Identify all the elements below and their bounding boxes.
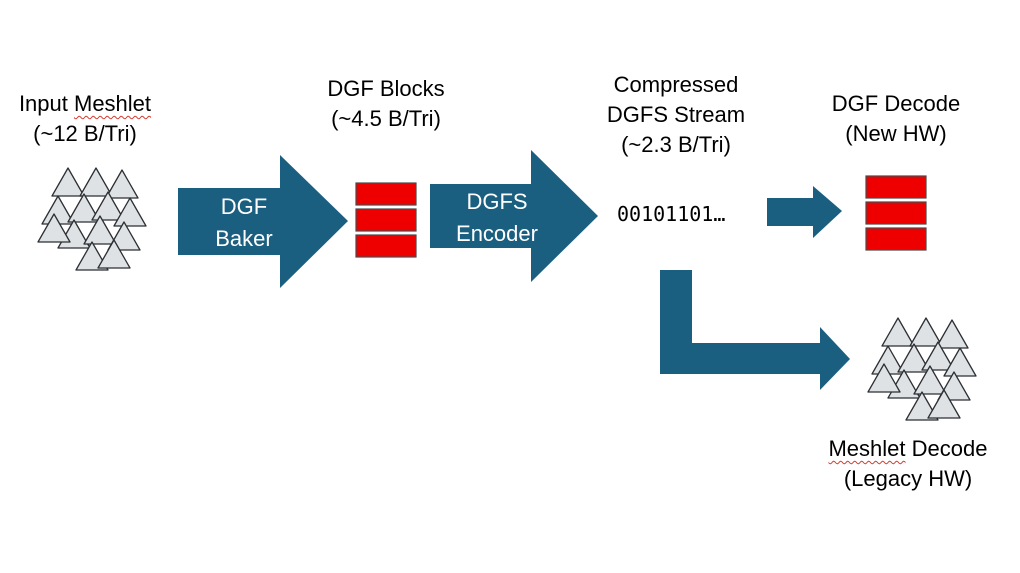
mesh-triangle — [943, 347, 977, 377]
input-meshlet-title: Input Meshlet — [0, 89, 170, 119]
mesh-triangle — [905, 391, 939, 421]
mesh-triangle — [97, 239, 131, 269]
decode-arrow — [767, 186, 842, 238]
mesh-triangle — [927, 389, 961, 419]
encoder-label-line2: Encoder — [456, 221, 538, 246]
dgf-block — [865, 201, 927, 225]
input-meshlet-rate: (~12 B/Tri) — [33, 121, 137, 146]
mesh-triangle — [79, 167, 113, 197]
compressed-rate: (~2.3 B/Tri) — [621, 132, 731, 157]
decoded-meshlet-triangles — [867, 317, 977, 421]
dgf-block — [865, 227, 927, 251]
mesh-triangle — [897, 343, 931, 373]
dgf-decode-label: DGF Decode (New HW) — [806, 89, 986, 149]
meshlet-decode-word1: Meshlet — [828, 436, 906, 461]
mesh-triangle — [913, 365, 947, 395]
decoded-blocks-stack — [865, 175, 927, 251]
meshlet-decode-word2: Decode — [911, 436, 988, 461]
dgf-blocks-label: DGF Blocks (~4.5 B/Tri) — [306, 74, 466, 134]
baker-arrow — [178, 155, 348, 288]
mesh-triangle — [935, 319, 969, 349]
mesh-triangle — [91, 191, 125, 221]
legacy-decode-arrow — [660, 270, 850, 390]
dgf-block — [355, 234, 417, 258]
baker-label-line2: Baker — [215, 226, 273, 251]
dgf-block — [355, 208, 417, 232]
dgf-blocks-rate: (~4.5 B/Tri) — [331, 106, 441, 131]
mesh-triangle — [75, 241, 109, 271]
dgf-block — [865, 175, 927, 199]
mesh-triangle — [105, 169, 139, 199]
dgf-decode-subtitle: (New HW) — [845, 121, 947, 146]
dgf-blocks-title: DGF Blocks — [327, 76, 445, 101]
encoder-label-line1: DGFS — [466, 189, 528, 214]
dgf-decode-title: DGF Decode — [831, 91, 961, 116]
encoder-arrow — [430, 150, 598, 282]
meshlet-decode-subtitle: (Legacy HW) — [843, 466, 973, 491]
baker-label-line1: DGF — [220, 194, 268, 219]
meshlet-decode-title: Meshlet Decode — [800, 434, 1016, 464]
compressed-title2: DGFS Stream — [606, 102, 746, 127]
baker-label: DGF Baker — [204, 191, 284, 255]
input-title-word2: Meshlet — [74, 91, 152, 116]
compressed-title: Compressed — [613, 72, 739, 97]
mesh-triangle — [83, 215, 117, 245]
input-title-word1: Input — [18, 91, 68, 116]
mesh-triangle — [37, 213, 71, 243]
dgf-block — [355, 182, 417, 206]
mesh-triangle — [67, 193, 101, 223]
bitstream-text: 00101101… — [617, 202, 726, 226]
encoder-label: DGFS Encoder — [442, 186, 552, 250]
mesh-triangle — [909, 317, 943, 347]
compressed-stream-label: Compressed DGFS Stream (~2.3 B/Tri) — [586, 70, 766, 160]
input-meshlet-label: Input Meshlet (~12 B/Tri) — [0, 89, 170, 149]
mesh-triangle — [113, 197, 147, 227]
dgf-blocks-stack — [355, 182, 417, 258]
mesh-triangle — [867, 363, 901, 393]
mesh-triangle — [51, 167, 85, 197]
mesh-triangle — [921, 341, 955, 371]
input-meshlet-triangles — [37, 167, 147, 271]
mesh-triangle — [881, 317, 915, 347]
meshlet-decode-label: Meshlet Decode (Legacy HW) — [800, 434, 1016, 494]
